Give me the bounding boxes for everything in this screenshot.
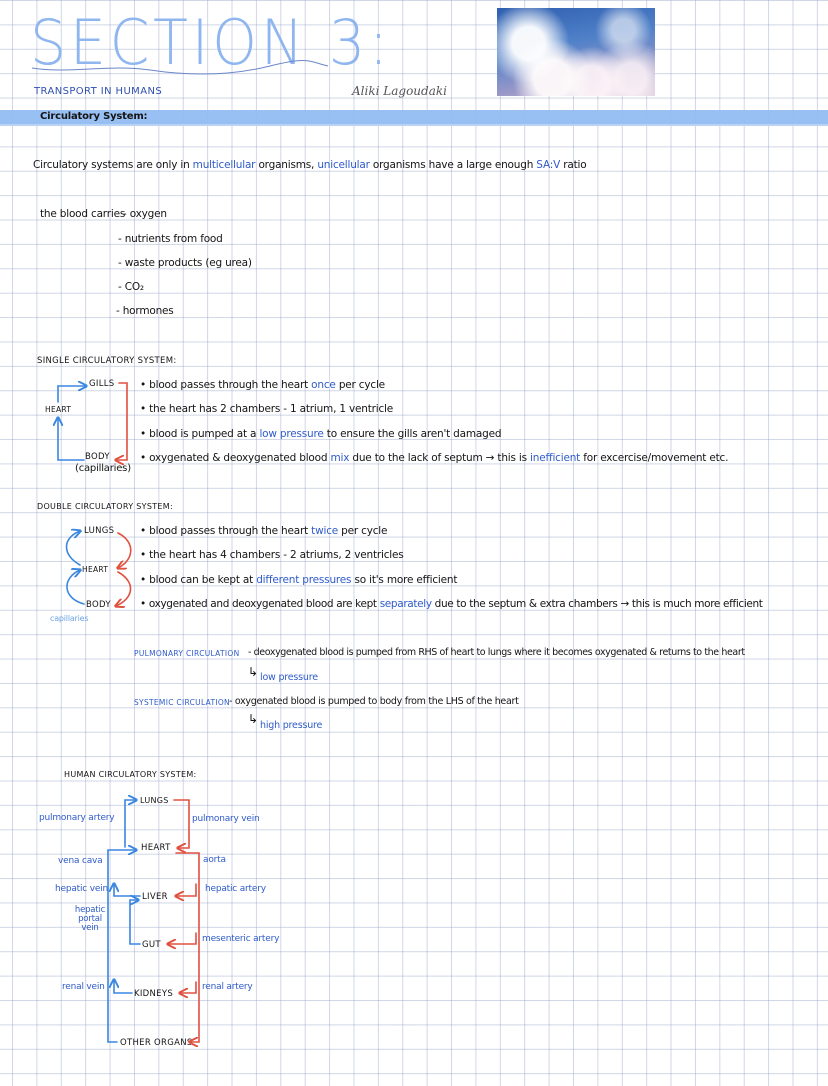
author-signature: Aliki Lagoudaki (352, 84, 447, 98)
vessel-vena-cava: vena cava (58, 856, 103, 866)
double-heading: DOUBLE CIRCULATORY SYSTEM: (37, 502, 173, 511)
systemic-label: SYSTEMIC CIRCULATION (134, 698, 230, 707)
vessel-hepatic-vein: hepatic vein (55, 884, 108, 894)
vessel-mesenteric-artery: mesenteric artery (202, 934, 280, 944)
double-body: BODY (86, 600, 111, 610)
return-arrow-icon: ↳ (248, 665, 258, 679)
single-point: • the heart has 2 chambers - 1 atrium, 1… (140, 403, 393, 415)
text-segment: • blood passes through the heart (140, 525, 312, 537)
pulmonary-text: - deoxygenated blood is pumped from RHS … (248, 647, 745, 658)
organ-kidneys: KIDNEYS (134, 989, 174, 999)
highlight-multicellular: multicellular (192, 159, 256, 171)
single-heart: HEART (45, 405, 72, 414)
single-point: • oxygenated & deoxygenated blood mix du… (140, 452, 728, 464)
text-segment: organisms have a large enough (369, 159, 537, 171)
organ-liver: LIVER (142, 892, 168, 902)
blood-carries-item: - oxygen (123, 208, 167, 220)
double-point: • oxygenated and deoxygenated blood are … (140, 598, 763, 610)
single-point: • blood is pumped at a low pressure to e… (140, 428, 502, 440)
intro-bullet: Circulatory systems are only in multicel… (33, 159, 587, 171)
vessel-hepatic-artery: hepatic artery (205, 884, 266, 894)
blood-carries-item: - nutrients from food (118, 233, 223, 245)
text-segment: • oxygenated and deoxygenated blood are … (140, 598, 380, 610)
blood-carries-item: - CO₂ (118, 281, 144, 293)
single-gills: GILLS (89, 379, 115, 389)
organ-gut: GUT (142, 940, 161, 950)
systemic-text: - oxygenated blood is pumped to body fro… (229, 696, 519, 707)
vessel-renal-artery: renal artery (202, 982, 253, 992)
human-heading: HUMAN CIRCULATORY SYSTEM: (64, 770, 197, 779)
text-segment: • oxygenated & deoxygenated blood (140, 452, 331, 464)
organ-heart: HEART (141, 843, 171, 853)
text-segment: • blood can be kept at (140, 574, 257, 586)
text-segment: ratio (560, 159, 587, 171)
text-segment: for excercise/movement etc. (580, 452, 729, 464)
double-lungs: LUNGS (84, 526, 115, 536)
text-segment: per cycle (335, 379, 385, 391)
header-photo (497, 8, 655, 96)
highlight-separately: separately (379, 598, 432, 610)
vessel-pulmonary-artery: pulmonary artery (39, 813, 115, 823)
vessel-renal-vein: renal vein (62, 982, 105, 992)
blood-carries-lead: the blood carries (40, 208, 126, 220)
systemic-note: high pressure (260, 720, 323, 731)
double-point: • blood can be kept at different pressur… (140, 574, 457, 586)
double-point: • the heart has 4 chambers - 2 atriums, … (140, 549, 404, 561)
text-segment: Circulatory systems are only in (33, 159, 193, 171)
text-segment: organisms, (255, 159, 318, 171)
blood-carries-item: - waste products (eg urea) (118, 257, 252, 269)
text-segment: so it's more efficient (351, 574, 458, 586)
section-subtitle: TRANSPORT IN HUMANS (34, 86, 163, 97)
text-segment: to ensure the gills aren't damaged (323, 428, 502, 440)
text-segment: • the heart has 4 chambers - 2 atriums, … (140, 549, 404, 561)
pulmonary-label: PULMONARY CIRCULATION (134, 649, 240, 658)
heading-banner (0, 110, 828, 125)
highlight-twice: twice (311, 525, 339, 537)
vessel-pulmonary-vein: pulmonary vein (192, 814, 260, 824)
text-segment: per cycle (338, 525, 388, 537)
text-segment: • blood is pumped at a (140, 428, 260, 440)
highlight-low-pressure: low pressure (259, 428, 324, 440)
vessel-aorta: aorta (203, 855, 226, 865)
blood-carries-item: - hormones (116, 305, 174, 317)
return-arrow-icon: ↳ (248, 712, 258, 726)
text-segment: • the heart has 2 chambers - 1 atrium, 1… (140, 403, 394, 415)
highlight-once: once (311, 379, 336, 391)
single-point: • blood passes through the heart once pe… (140, 379, 385, 391)
title-cursive-underline (31, 60, 329, 75)
highlight-inefficient: inefficient (530, 452, 581, 464)
highlight-sav: SA:V (536, 159, 561, 171)
vessel-hepatic-portal-vein: hepatic portal vein (74, 905, 106, 933)
double-capillaries: capillaries (50, 614, 89, 623)
organ-lungs: LUNGS (140, 796, 169, 805)
page-title: SECTION 3: (30, 6, 392, 79)
highlight-mix: mix (330, 452, 350, 464)
text-segment: due to the lack of septum → this is (349, 452, 531, 464)
text-segment: due to the septum & extra chambers → thi… (431, 598, 763, 610)
double-heart: HEART (82, 565, 109, 574)
single-heading: SINGLE CIRCULATORY SYSTEM: (37, 356, 177, 366)
text-segment: • blood passes through the heart (140, 379, 312, 391)
highlight-different-pressures: different pressures (256, 574, 352, 586)
pulmonary-note: low pressure (260, 672, 318, 683)
banner-heading: Circulatory System: (40, 111, 148, 122)
single-capillaries: (capillaries) (75, 463, 131, 474)
single-body: BODY (85, 452, 110, 462)
organ-other: OTHER ORGANS (120, 1038, 193, 1048)
double-point: • blood passes through the heart twice p… (140, 525, 387, 537)
highlight-unicellular: unicellular (317, 159, 370, 171)
banner-underline (0, 124, 828, 126)
